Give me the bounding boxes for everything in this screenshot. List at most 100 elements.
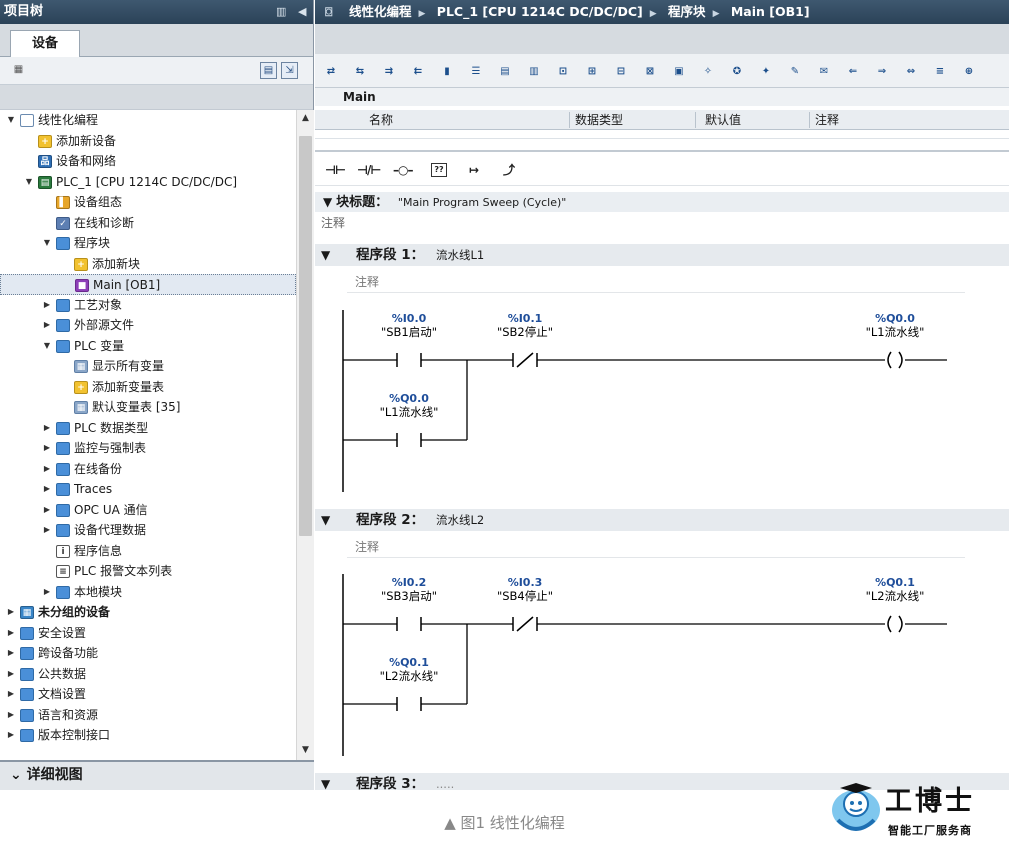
collapsed-twisty-icon[interactable]: ▶ <box>7 668 15 678</box>
coil-tag[interactable]: "L1流水线" <box>866 325 925 339</box>
contact-tag[interactable]: "SB3启动" <box>381 589 437 603</box>
network-3-header[interactable]: ▼ 程序段 3： ..... <box>315 773 1009 790</box>
expanded-twisty-icon[interactable]: ▼ <box>43 238 51 247</box>
block-title-row[interactable]: ▼ 块标题： "Main Program Sweep (Cycle)" <box>315 192 1009 212</box>
editor-toolbar-button-icon[interactable]: ⇉ <box>384 66 394 77</box>
block-title-value[interactable]: "Main Program Sweep (Cycle)" <box>397 196 567 209</box>
col-name[interactable]: 名称 <box>369 113 394 127</box>
coil-right[interactable] <box>898 351 903 369</box>
block-comment[interactable]: 注释 <box>321 216 346 230</box>
tree-item[interactable]: ▶文档设置 <box>0 684 296 705</box>
coil-address[interactable]: %Q0.0 <box>875 312 915 325</box>
tree-item[interactable]: ▶设备代理数据 <box>0 520 296 541</box>
collapsed-twisty-icon[interactable]: ▶ <box>43 443 51 452</box>
network-1-header[interactable]: ▼ 程序段 1： 流水线L1 <box>315 244 1009 266</box>
editor-toolbar-button-icon[interactable]: ✪ <box>732 66 742 77</box>
tree-item[interactable]: ▶在线备份 <box>0 459 296 480</box>
scroll-down-icon[interactable]: ▼ <box>302 745 309 755</box>
editor-toolbar-button-icon[interactable]: ⇒ <box>877 66 887 77</box>
collapsed-twisty-icon[interactable]: ▶ <box>43 320 51 329</box>
collapse-triangle-icon[interactable]: ▼ <box>321 513 331 527</box>
collapse-triangle-icon[interactable]: ▼ <box>323 195 333 209</box>
collapsed-twisty-icon[interactable]: ▶ <box>43 463 51 473</box>
collapsed-twisty-icon[interactable]: ▶ <box>7 607 15 616</box>
tree-item[interactable]: +添加新设备 <box>0 131 296 152</box>
editor-toolbar-button-icon[interactable]: ✎ <box>790 66 800 77</box>
network-2-comment[interactable]: 注释 <box>347 536 965 558</box>
collapsed-twisty-icon[interactable]: ▶ <box>43 484 51 493</box>
tree-item[interactable]: ▶OPC UA 通信 <box>0 500 296 521</box>
breadcrumb-project[interactable]: 线性化编程 <box>349 4 412 19</box>
layout-toggle-icon[interactable]: ▥ <box>276 5 287 18</box>
editor-toolbar-button-icon[interactable]: ≡ <box>935 66 945 77</box>
tree-item[interactable]: ▶版本控制接口 <box>0 725 296 746</box>
contact-address[interactable]: %I0.2 <box>392 576 427 589</box>
network-1-title[interactable]: 流水线L1 <box>435 248 485 262</box>
tree-item[interactable]: ▶安全设置 <box>0 623 296 644</box>
collapsed-twisty-icon[interactable]: ▶ <box>7 709 15 719</box>
coil-address[interactable]: %Q0.1 <box>875 576 915 589</box>
tree-item[interactable]: ▶工艺对象 <box>0 295 296 316</box>
interface-row-partial[interactable] <box>315 131 1009 139</box>
scroll-up-icon[interactable]: ▲ <box>302 113 309 123</box>
editor-toolbar-button-icon[interactable]: ⊡ <box>558 66 568 77</box>
open-branch-icon[interactable]: ↦ <box>469 163 479 177</box>
tree-settings-icon[interactable]: ▦ <box>13 64 24 75</box>
editor-toolbar-button-icon[interactable]: ⊞ <box>587 66 597 77</box>
tree-item[interactable]: ▶PLC 数据类型 <box>0 418 296 439</box>
collapsed-twisty-icon[interactable]: ▶ <box>43 586 51 596</box>
contact-tag[interactable]: "SB2停止" <box>497 325 553 339</box>
contact-address[interactable]: %I0.0 <box>392 312 427 325</box>
nc-contact-icon[interactable]: ⊣/⊢ <box>357 163 381 177</box>
tree-item[interactable]: ▼程序块 <box>0 233 296 254</box>
tree-item[interactable]: ▶语言和资源 <box>0 705 296 726</box>
branch-tag[interactable]: "L2流水线" <box>380 669 439 683</box>
tree-item[interactable]: ▶Traces <box>0 479 296 500</box>
expanded-twisty-icon[interactable]: ▼ <box>43 340 51 350</box>
collapsed-twisty-icon[interactable]: ▶ <box>43 504 51 514</box>
network-2-title[interactable]: 流水线L2 <box>435 513 485 527</box>
detail-view-header[interactable]: ⌄ 详细视图 <box>0 760 314 790</box>
coil-tag[interactable]: "L2流水线" <box>866 589 925 603</box>
collapsed-twisty-icon[interactable]: ▶ <box>7 689 15 698</box>
collapse-triangle-icon[interactable]: ▼ <box>321 777 331 790</box>
breadcrumb-plc[interactable]: PLC_1 [CPU 1214C DC/DC/DC] <box>436 4 643 19</box>
branch-tag[interactable]: "L1流水线" <box>380 405 439 419</box>
coil-icon[interactable]: –○– <box>393 163 414 177</box>
pin-icon[interactable]: ⌼ <box>325 4 333 19</box>
editor-toolbar-button-icon[interactable]: ⇐ <box>848 66 858 77</box>
editor-toolbar-button-icon[interactable]: ⊠ <box>645 66 655 77</box>
tree-item[interactable]: ▶外部源文件 <box>0 315 296 336</box>
scroll-thumb[interactable] <box>299 136 312 536</box>
network-1-comment[interactable]: 注释 <box>347 271 965 293</box>
tree-item[interactable]: ▶公共数据 <box>0 664 296 685</box>
tree-item[interactable]: ▼线性化编程 <box>0 110 296 131</box>
empty-box-icon[interactable]: ?? <box>431 163 447 177</box>
editor-toolbar-button-icon[interactable]: ✦ <box>761 66 771 77</box>
tree-item[interactable]: 品设备和网络 <box>0 151 296 172</box>
tree-export-icon[interactable]: ⇲ <box>281 62 298 79</box>
branch-address[interactable]: %Q0.0 <box>389 392 429 405</box>
col-comment[interactable]: 注释 <box>815 113 840 127</box>
tree-item[interactable]: ▼PLC 变量 <box>0 336 296 357</box>
tree-item[interactable]: ▌设备组态 <box>0 192 296 213</box>
tree-item[interactable]: ▦显示所有变量 <box>0 356 296 377</box>
col-default[interactable]: 默认值 <box>705 113 742 127</box>
coil-left[interactable] <box>887 351 892 369</box>
collapsed-twisty-icon[interactable]: ▶ <box>43 422 51 432</box>
contact-address[interactable]: %I0.3 <box>508 576 543 589</box>
expanded-twisty-icon[interactable]: ▼ <box>7 115 15 124</box>
editor-toolbar-button-icon[interactable]: ☰ <box>471 66 481 77</box>
tree-item[interactable]: ▼▤PLC_1 [CPU 1214C DC/DC/DC] <box>0 172 296 193</box>
collapsed-twisty-icon[interactable]: ▶ <box>43 525 51 534</box>
editor-toolbar-button-icon[interactable]: ▥ <box>529 66 539 77</box>
coil-left[interactable] <box>887 615 892 633</box>
collapse-panel-icon[interactable]: ◀ <box>298 5 307 18</box>
expanded-twisty-icon[interactable]: ▼ <box>25 176 33 186</box>
tree-item[interactable]: ≡PLC 报警文本列表 <box>0 561 296 582</box>
editor-toolbar-button-icon[interactable]: ▤ <box>500 66 510 77</box>
network-3-title[interactable]: ..... <box>435 777 455 790</box>
tree-scrollbar[interactable]: ▲ ▼ <box>296 110 314 760</box>
collapsed-twisty-icon[interactable]: ▶ <box>7 627 15 637</box>
col-divider[interactable] <box>569 112 570 128</box>
